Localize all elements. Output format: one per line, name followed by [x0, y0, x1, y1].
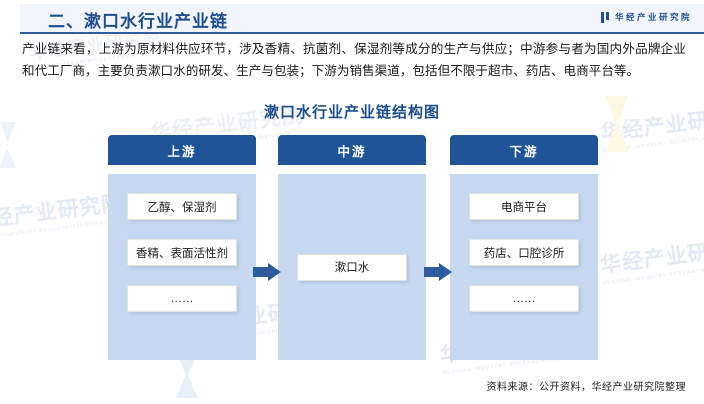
page-title: 二、漱口水行业产业链 [48, 12, 228, 31]
chain-node[interactable]: 电商平台 [469, 193, 579, 220]
chain-column-downstream: 下游 电商平台 药店、口腔诊所 …… [450, 135, 598, 360]
brand-name: 华经产业研究院 [614, 12, 692, 22]
column-header-midstream: 中游 [278, 135, 426, 165]
section-header-band [20, 4, 704, 34]
chain-node[interactable]: 漱口水 [297, 253, 407, 281]
chain-node[interactable]: 香精、表面活性剂 [127, 239, 237, 266]
chain-node[interactable]: 乙醇、保湿剂 [127, 193, 237, 220]
arrow-right-icon [253, 263, 281, 281]
bookmark-logo-icon [600, 11, 610, 23]
brand-logo: 华经产业研究院 [600, 11, 692, 23]
chain-node[interactable]: …… [127, 285, 237, 312]
chain-column-upstream: 上游 乙醇、保湿剂 香精、表面活性剂 …… [108, 135, 256, 360]
column-body-downstream: 电商平台 药店、口腔诊所 …… [450, 174, 598, 360]
chain-node[interactable]: 药店、口腔诊所 [469, 239, 579, 266]
arrow-right-icon [424, 263, 452, 281]
source-note: 资料来源：公开资料，华经产业研究院整理 [486, 382, 686, 393]
column-header-downstream: 下游 [450, 135, 598, 165]
column-body-midstream: 漱口水 [278, 174, 426, 360]
intro-paragraph: 产业链来看，上游为原材料供应环节，涉及香精、抗菌剂、保湿剂等成分的生产与供应；中… [22, 42, 686, 78]
chain-column-midstream: 中游 漱口水 [278, 135, 426, 360]
chain-node[interactable]: …… [469, 285, 579, 312]
column-body-upstream: 乙醇、保湿剂 香精、表面活性剂 …… [108, 174, 256, 360]
column-header-upstream: 上游 [108, 135, 256, 165]
industry-chain-diagram: 上游 乙醇、保湿剂 香精、表面活性剂 …… 中游 漱口水 下游 电商平 [0, 135, 704, 360]
figure-title: 漱口水行业产业链结构图 [263, 104, 440, 121]
